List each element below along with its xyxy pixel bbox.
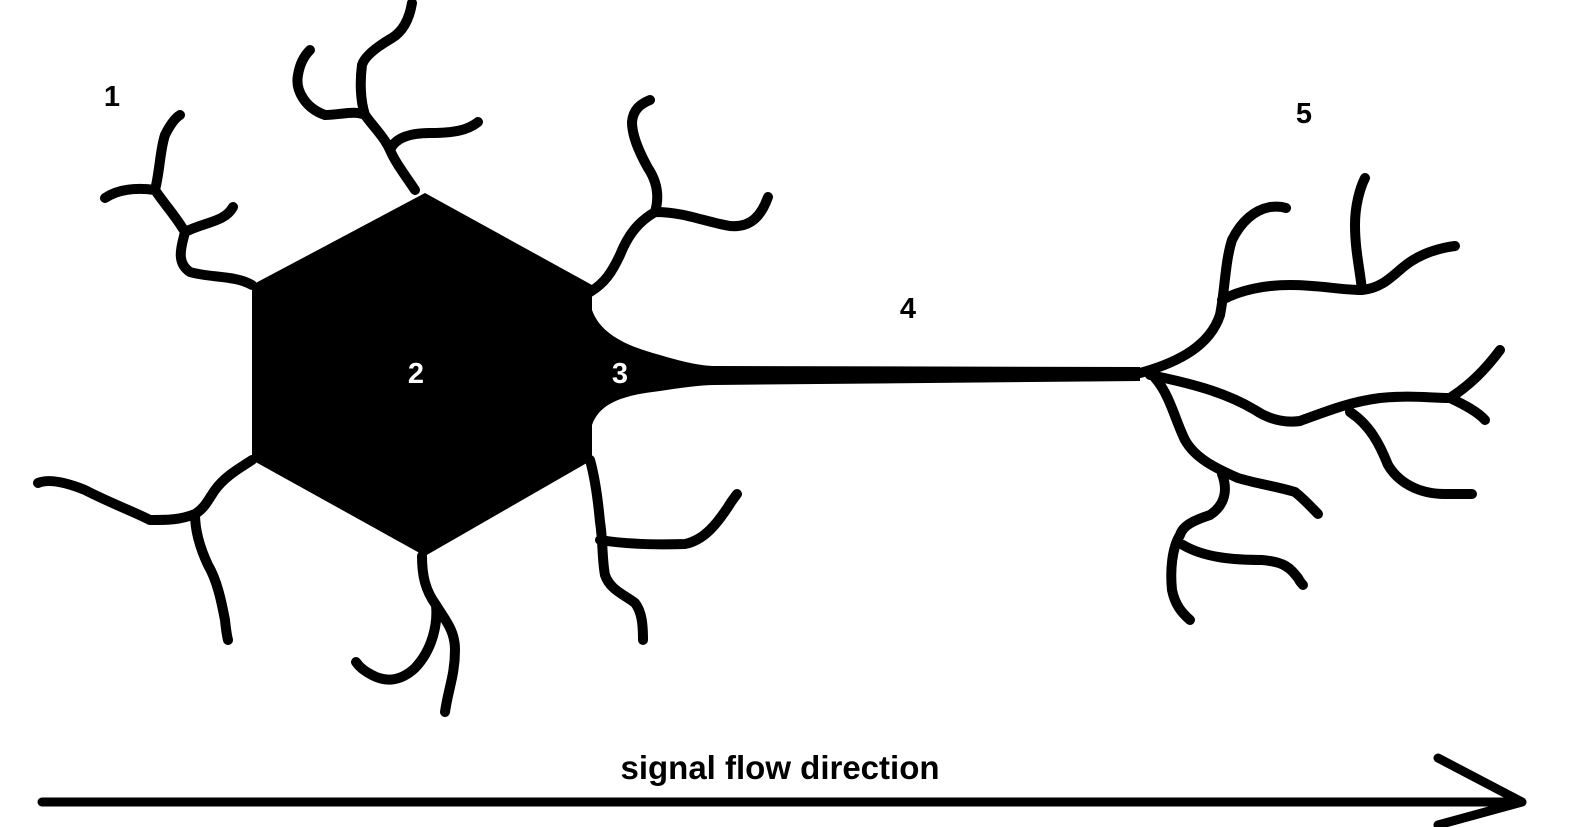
dendrite-upper-right bbox=[585, 95, 773, 297]
signal-flow-arrow-icon bbox=[37, 753, 1527, 827]
label-2: 2 bbox=[408, 358, 424, 390]
dendrite-lower-right bbox=[585, 455, 742, 645]
label-3: 3 bbox=[612, 358, 628, 390]
axon-terminals bbox=[1135, 173, 1505, 625]
terminal-branch-middle bbox=[1145, 345, 1505, 499]
dendrite-upper-left bbox=[100, 110, 257, 290]
terminal-branch-lower bbox=[1150, 373, 1323, 625]
label-4: 4 bbox=[900, 293, 916, 325]
label-1: 1 bbox=[104, 81, 120, 113]
label-5: 5 bbox=[1296, 98, 1312, 130]
soma-axon-body bbox=[252, 193, 1140, 556]
dendrites bbox=[33, 0, 773, 717]
dendrite-top bbox=[292, 0, 483, 195]
signal-flow-caption: signal flow direction bbox=[620, 749, 939, 786]
dendrite-bottom bbox=[351, 551, 460, 717]
terminal-branch-upper bbox=[1135, 173, 1460, 378]
dendrite-lower-left bbox=[33, 455, 257, 645]
